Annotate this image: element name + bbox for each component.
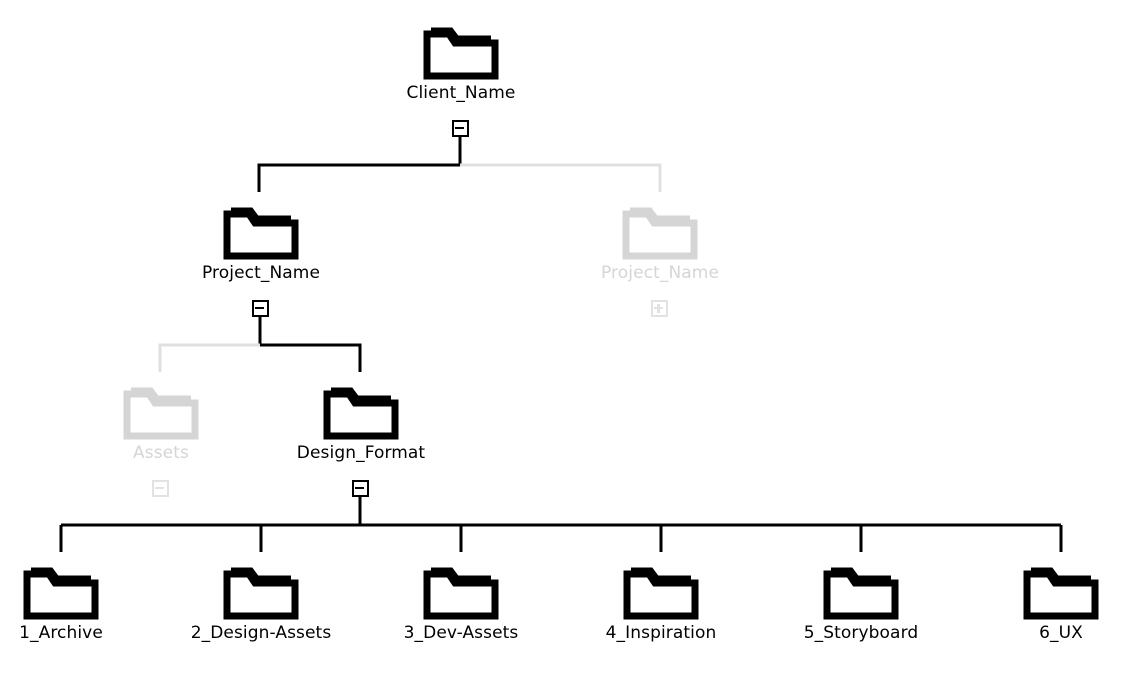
folder-label: 2_Design-Assets xyxy=(190,623,332,643)
tree-node-project_name_1[interactable]: Project_Name xyxy=(161,204,361,283)
folder-icon xyxy=(823,567,899,620)
folder-icon xyxy=(223,567,299,620)
folder-icon xyxy=(23,567,99,620)
folder-label: Project_Name xyxy=(201,263,321,283)
folder-label: 3_Dev-Assets xyxy=(403,623,519,643)
folder-label: 5_Storyboard xyxy=(803,623,919,643)
folder-icon xyxy=(123,387,199,440)
plus-toggle-project_name_2[interactable] xyxy=(650,300,668,317)
connector-p1-bus-left xyxy=(158,343,260,372)
folder-label: 4_Inspiration xyxy=(605,623,717,643)
folder-icon xyxy=(323,387,399,440)
tree-node-ux[interactable]: 6_UX xyxy=(961,564,1121,643)
folder-icon xyxy=(423,27,499,80)
folder-label: Design_Format xyxy=(296,443,426,463)
minus-toggle-assets[interactable] xyxy=(151,480,169,497)
folder-label: Client_Name xyxy=(406,83,516,103)
tree-node-inspiration[interactable]: 4_Inspiration xyxy=(561,564,761,643)
tree-node-design_format[interactable]: Design_Format xyxy=(261,384,461,463)
connector-p1-bus-right xyxy=(260,343,362,372)
folder-icon xyxy=(1023,567,1099,620)
folder-label: 6_UX xyxy=(1039,623,1083,643)
tree-node-assets[interactable]: Assets xyxy=(61,384,261,463)
folder-label: Project_Name xyxy=(600,263,720,283)
connector-root-bus-left xyxy=(257,163,460,192)
folder-label: 1_Archive xyxy=(19,623,103,643)
tree-node-client_name[interactable]: Client_Name xyxy=(361,24,561,103)
folder-icon xyxy=(223,207,299,260)
tree-node-dev_assets[interactable]: 3_Dev-Assets xyxy=(361,564,561,643)
tree-node-archive[interactable]: 1_Archive xyxy=(0,564,161,643)
folder-icon xyxy=(622,207,698,260)
folder-label: Assets xyxy=(133,443,189,463)
minus-toggle-design_format[interactable] xyxy=(351,480,369,497)
tree-node-storyboard[interactable]: 5_Storyboard xyxy=(761,564,961,643)
folder-icon xyxy=(423,567,499,620)
connector-root-bus-right xyxy=(460,163,662,192)
minus-toggle-project_name_1[interactable] xyxy=(251,300,269,317)
folder-icon xyxy=(623,567,699,620)
tree-node-design_assets[interactable]: 2_Design-Assets xyxy=(161,564,361,643)
tree-node-project_name_2[interactable]: Project_Name xyxy=(560,204,760,283)
minus-toggle-client_name[interactable] xyxy=(451,120,469,137)
